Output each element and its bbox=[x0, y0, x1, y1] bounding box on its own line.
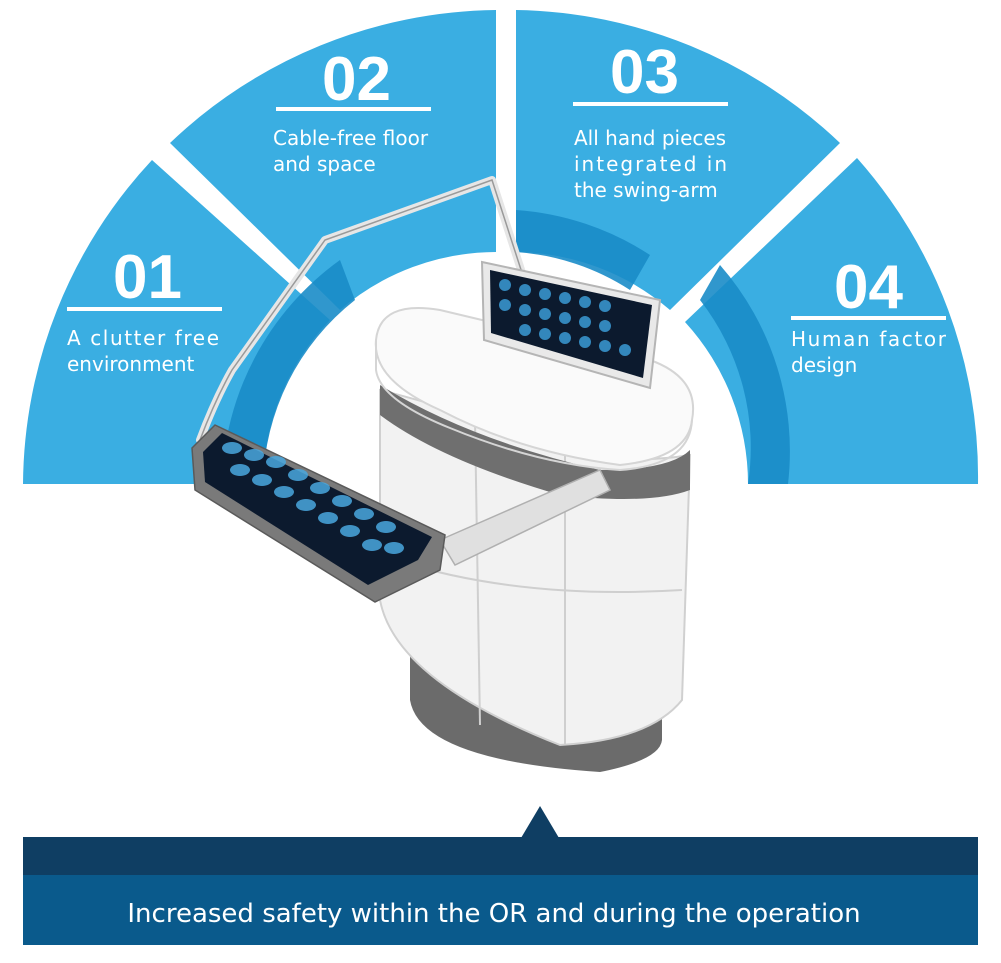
segment-04-line-1: Human factor bbox=[791, 327, 947, 351]
segment-02-underline bbox=[276, 107, 431, 111]
segment-01: 01 A clutter free environment bbox=[67, 243, 222, 376]
cabinet-top bbox=[374, 307, 695, 467]
segment-02-wedge bbox=[170, 10, 496, 310]
inner-ring-band bbox=[222, 260, 355, 484]
segment-01-number: 01 bbox=[113, 243, 182, 312]
segment-04-number: 04 bbox=[834, 253, 903, 322]
segment-02-line-1: Cable-free floor bbox=[273, 126, 429, 150]
segment-02-line-2: and space bbox=[273, 152, 376, 176]
segment-02: 02 Cable-free floor and space bbox=[273, 45, 431, 176]
banner-text: Increased safety within the OR and durin… bbox=[127, 899, 860, 929]
top-monitor bbox=[480, 260, 662, 390]
inner-ring-band-top bbox=[516, 210, 650, 290]
segment-01-line-2: environment bbox=[67, 352, 195, 376]
segment-04-underline bbox=[791, 316, 946, 320]
segment-01-line-1: A clutter free bbox=[67, 326, 219, 350]
segment-03-line-1: All hand pieces bbox=[574, 126, 726, 150]
side-tray-display bbox=[191, 424, 446, 603]
banner-bottom-bar bbox=[23, 875, 978, 945]
inner-ring-band-right bbox=[700, 265, 790, 484]
segment-01-underline bbox=[67, 307, 222, 311]
segment-03-number: 03 bbox=[610, 38, 679, 107]
segment-03: 03 All hand pieces integrated in the swi… bbox=[573, 38, 728, 202]
segment-03-line-2: integrated in bbox=[574, 152, 727, 176]
segment-04: 04 Human factor design bbox=[791, 253, 947, 377]
segment-03-line-3: the swing-arm bbox=[574, 178, 718, 202]
banner-top-bar bbox=[23, 837, 978, 875]
medical-workstation-illustration bbox=[191, 176, 695, 772]
segment-03-underline bbox=[573, 102, 728, 106]
segment-02-number: 02 bbox=[322, 45, 391, 114]
segment-04-line-2: design bbox=[791, 353, 857, 377]
bottom-banner: Increased safety within the OR and durin… bbox=[23, 837, 978, 945]
banner-pointer bbox=[521, 806, 559, 838]
segment-ring bbox=[23, 10, 979, 484]
